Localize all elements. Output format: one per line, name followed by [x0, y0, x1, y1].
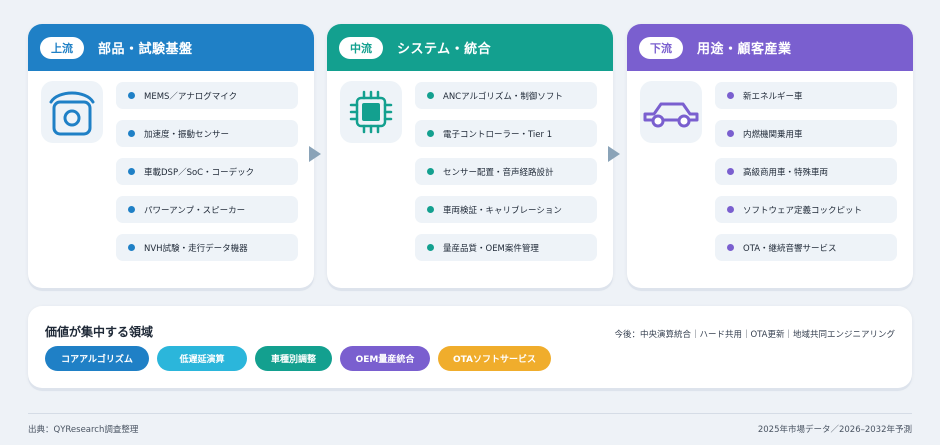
bullet-dot — [128, 130, 135, 137]
tag-core-algorithm: コアアルゴリズム — [45, 346, 149, 371]
list-item-label: ソフトウェア定義コックピット — [743, 205, 863, 216]
list-item: 量産品質・OEM案件管理 — [415, 234, 597, 261]
downstream-card-title: 用途・顧客産業 — [697, 42, 792, 57]
list-item-label: 量産品質・OEM案件管理 — [443, 243, 539, 254]
list-item-label: NVH試験・走行データ機器 — [144, 243, 248, 254]
source-note: 出典：QYResearch調査整理 — [28, 425, 139, 435]
flow-arrow-icon — [309, 146, 321, 162]
list-item: 車両検証・キャリブレーション — [415, 196, 597, 223]
bullet-dot — [128, 206, 135, 213]
bullet-dot — [727, 244, 734, 251]
list-item: センサー配置・音声経路設計 — [415, 158, 597, 185]
flow-arrow-icon — [608, 146, 620, 162]
list-item-label: MEMS／アナログマイク — [144, 91, 238, 102]
list-item: ソフトウェア定義コックピット — [715, 196, 897, 223]
downstream-item-list: 新エネルギー車 内燃機関乗用車 高級商用車・特殊車両 ソフトウェア定義コックピッ… — [715, 82, 897, 272]
upstream-card-title: 部品・試験基盤 — [98, 42, 193, 57]
list-item-label: センサー配置・音声経路設計 — [443, 167, 554, 178]
bullet-dot — [727, 206, 734, 213]
list-item-label: 電子コントローラー・Tier 1 — [443, 129, 553, 140]
list-item: MEMS／アナログマイク — [116, 82, 298, 109]
summary-title: 価値が集中する領域 — [45, 325, 154, 339]
list-item-label: OTA・継続音響サービス — [743, 243, 837, 254]
midstream-item-list: ANCアルゴリズム・制御ソフト 電子コントローラー・Tier 1 センサー配置・… — [415, 82, 597, 272]
midstream-card: 中流 システム・統合 ANCアルゴリズム・制御ソフト 電子コントローラー・Tie… — [327, 24, 613, 288]
bullet-dot — [427, 206, 434, 213]
midstream-stage-badge: 中流 — [339, 36, 383, 59]
list-item: 内燃機関乗用車 — [715, 120, 897, 147]
tag-low-latency-compute: 低遅延演算 — [157, 346, 247, 371]
bullet-dot — [128, 244, 135, 251]
upstream-card: 上流 部品・試験基盤 MEMS／アナログマイク 加速度・振動センサー 車載DSP… — [28, 24, 314, 288]
tag-model-tuning: 車種別調整 — [255, 346, 332, 371]
upstream-card-header: 上流 部品・試験基盤 — [28, 24, 314, 71]
tag-ota-software-service: OTAソフトサービス — [438, 346, 551, 371]
bullet-dot — [128, 92, 135, 99]
list-item: 新エネルギー車 — [715, 82, 897, 109]
midstream-card-title: システム・統合 — [397, 42, 492, 57]
upstream-item-list: MEMS／アナログマイク 加速度・振動センサー 車載DSP／SoC・コーデック … — [116, 82, 298, 272]
downstream-card: 下流 用途・顧客産業 新エネルギー車 内燃機関乗用車 高級商用車・特殊車両 ソフ… — [627, 24, 913, 288]
camera-module-icon — [41, 81, 103, 143]
list-item: 電子コントローラー・Tier 1 — [415, 120, 597, 147]
chip-icon — [340, 81, 402, 143]
value-concentration-panel: 価値が集中する領域 今後：中央演算統合｜ハード共用｜OTA更新｜地域共同エンジニ… — [28, 306, 912, 388]
list-item-label: 車載DSP／SoC・コーデック — [144, 167, 255, 178]
list-item: 加速度・振動センサー — [116, 120, 298, 147]
list-item-label: ANCアルゴリズム・制御ソフト — [443, 91, 563, 102]
upstream-stage-badge: 上流 — [40, 36, 84, 59]
bullet-dot — [128, 168, 135, 175]
list-item: 車載DSP／SoC・コーデック — [116, 158, 298, 185]
list-item-label: 車両検証・キャリブレーション — [443, 205, 562, 216]
downstream-stage-badge: 下流 — [639, 36, 683, 59]
bullet-dot — [727, 92, 734, 99]
list-item: 高級商用車・特殊車両 — [715, 158, 897, 185]
bullet-dot — [727, 168, 734, 175]
list-item: OTA・継続音響サービス — [715, 234, 897, 261]
bullet-dot — [727, 130, 734, 137]
list-item-label: 加速度・振動センサー — [144, 129, 230, 140]
list-item-label: パワーアンプ・スピーカー — [144, 205, 246, 216]
list-item: NVH試験・走行データ機器 — [116, 234, 298, 261]
bullet-dot — [427, 92, 434, 99]
list-item: ANCアルゴリズム・制御ソフト — [415, 82, 597, 109]
future-trends-note: 今後：中央演算統合｜ハード共用｜OTA更新｜地域共同エンジニアリング — [614, 330, 895, 340]
period-note: 2025年市場データ／2026–2032年予測 — [757, 425, 912, 435]
midstream-card-header: 中流 システム・統合 — [327, 24, 613, 71]
list-item-label: 新エネルギー車 — [743, 91, 803, 102]
bullet-dot — [427, 168, 434, 175]
car-icon — [640, 81, 702, 143]
bullet-dot — [427, 130, 434, 137]
downstream-card-header: 下流 用途・顧客産業 — [627, 24, 913, 71]
footer-divider — [28, 413, 912, 414]
bullet-dot — [427, 244, 434, 251]
list-item-label: 内燃機関乗用車 — [743, 129, 803, 140]
tag-oem-integration: OEM量産統合 — [340, 346, 430, 371]
list-item: パワーアンプ・スピーカー — [116, 196, 298, 223]
list-item-label: 高級商用車・特殊車両 — [743, 167, 829, 178]
value-tag-list: コアアルゴリズム 低遅延演算 車種別調整 OEM量産統合 OTAソフトサービス — [45, 346, 559, 371]
